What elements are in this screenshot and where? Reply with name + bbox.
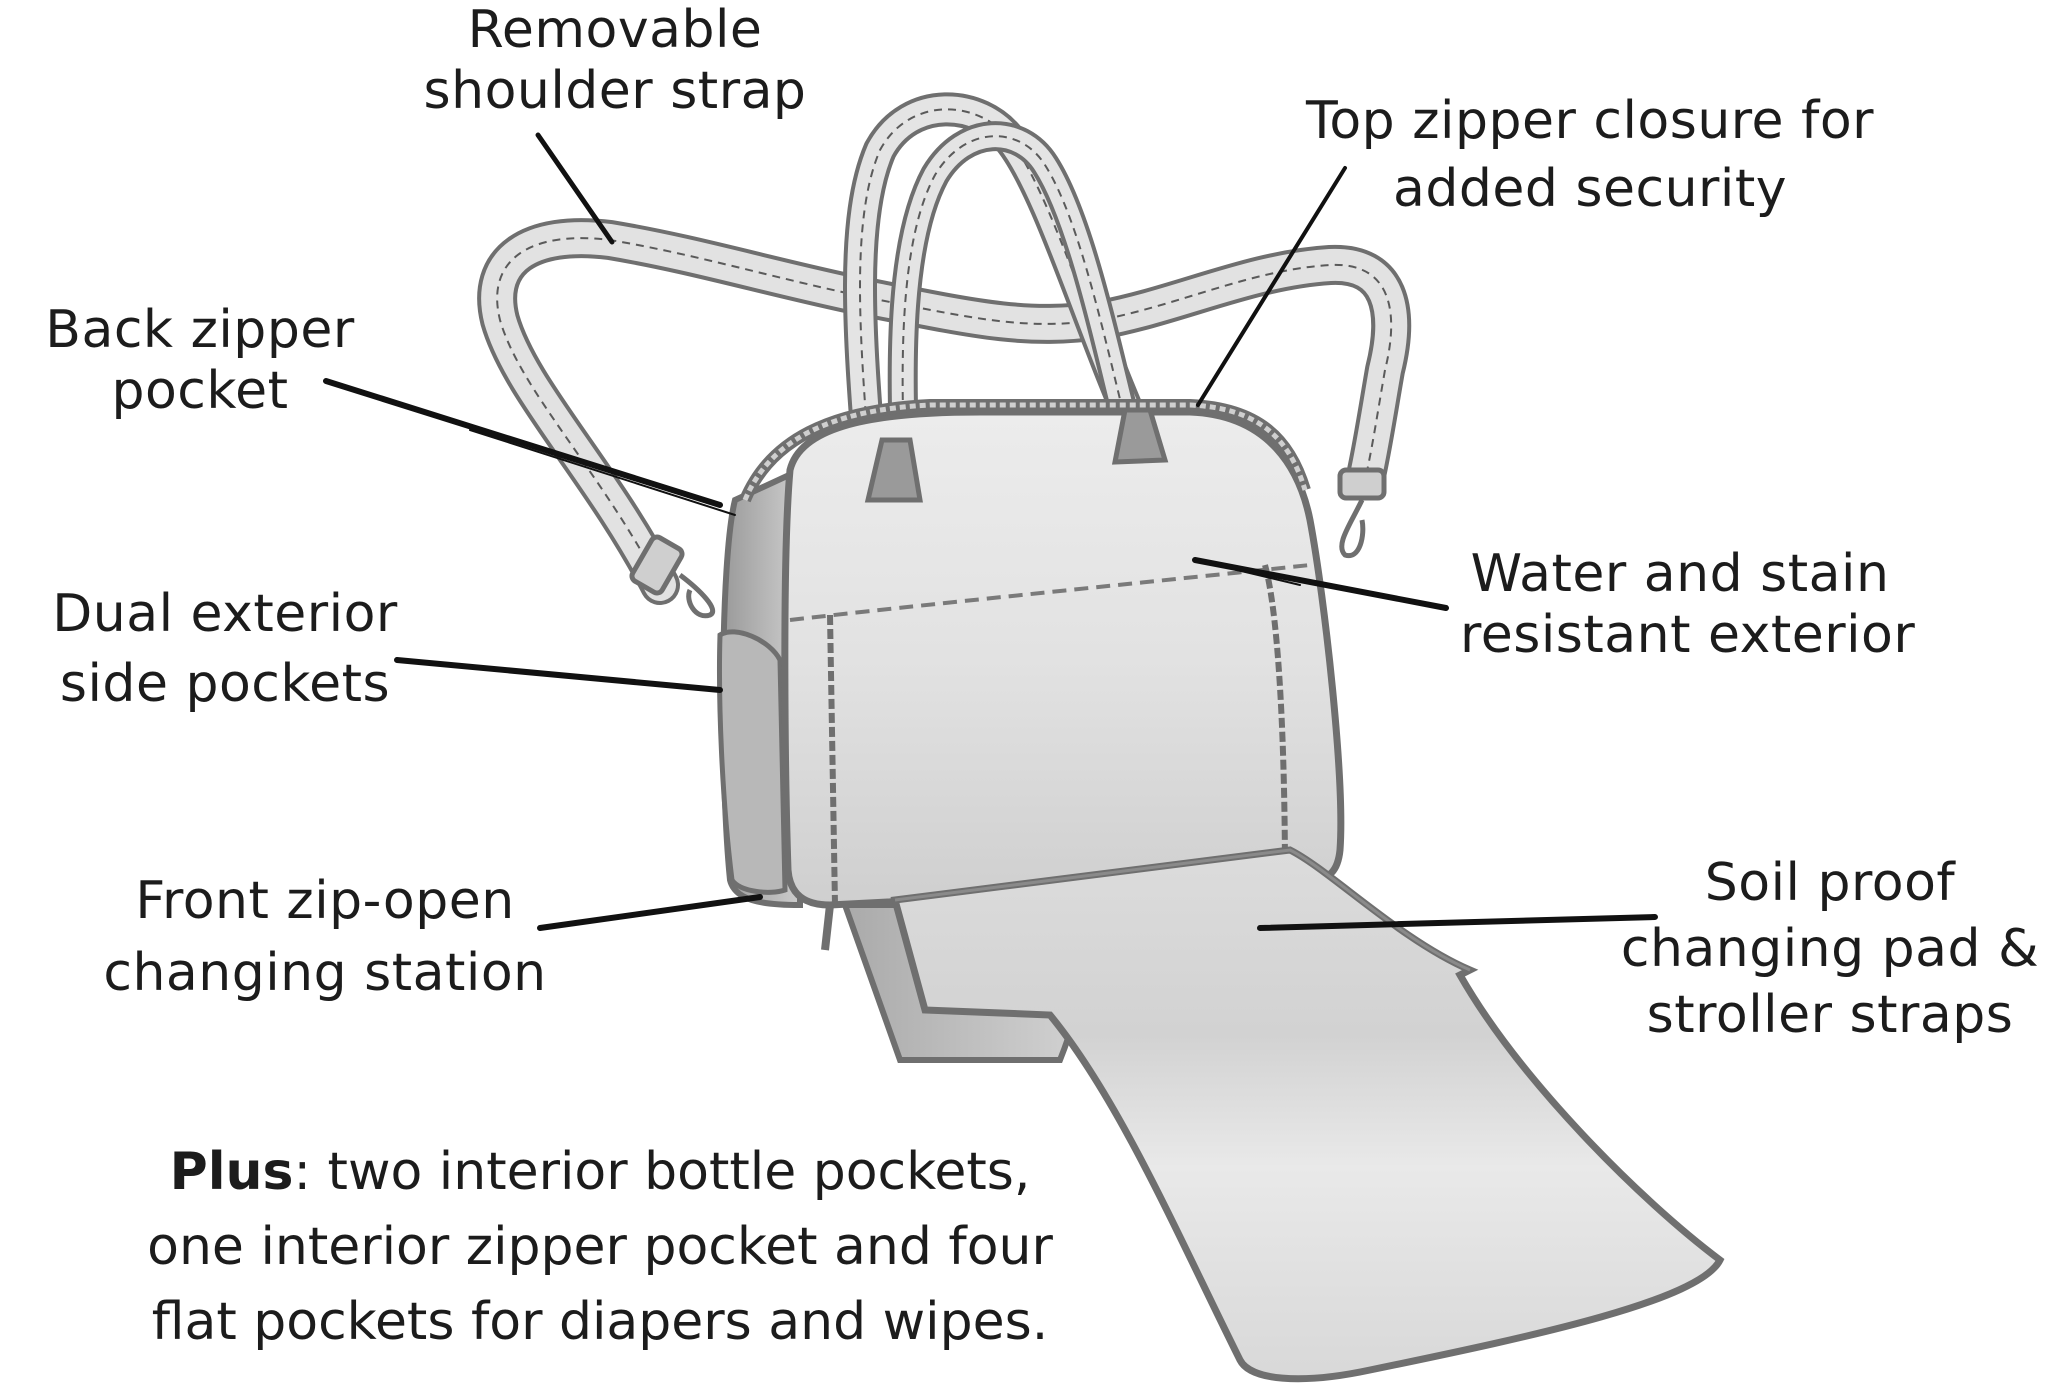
label-line: Front zip-open [135,871,515,931]
left-strap-clip [629,534,716,619]
label-line: Back zipper [45,300,355,360]
label-line: shoulder strap [423,61,807,122]
label-removable-shoulder-strap: Removable shoulder strap [415,0,815,123]
label-line: Top zipper closure for [1305,91,1875,151]
plus-note: Plus: two interior bottle pockets, one i… [100,1135,1100,1360]
leader-shoulder-strap [535,132,615,245]
label-line: pocket [111,361,289,422]
right-strap-clip [1337,467,1387,559]
plus-note-line-1: Plus: two interior bottle pockets, [100,1135,1100,1210]
label-front-zip-open-changing-station: Front zip-open changing station [100,866,550,1010]
right-handle-tab [1111,407,1169,465]
leader-front-station [537,894,763,931]
label-line: resistant exterior [1460,605,1916,666]
plus-label: Plus [169,1142,294,1202]
plus-note-line-3: flat pockets for diapers and wipes. [151,1291,1049,1352]
seam-line [789,563,1311,622]
label-top-zipper-closure: Top zipper closure for added security [1290,88,1890,223]
label-back-zipper-pocket: Back zipper pocket [40,300,360,423]
leader-top-zipper [1196,166,1347,407]
leader-water-stain [1192,557,1449,611]
label-line: changing station [103,942,547,1003]
label-dual-exterior-side-pockets: Dual exterior side pockets [40,580,410,719]
bag-body [781,408,1345,909]
label-line: added security [1392,158,1788,219]
label-line: Removable [467,0,763,60]
label-line: side pockets [59,653,391,714]
label-line: stroller straps [1646,985,2014,1046]
front-zip-left [827,614,838,906]
top-handles [843,92,1157,487]
label-soil-proof-changing-pad: Soil proof changing pad & stroller strap… [1620,850,2040,1048]
plus-note-line-2: one interior zipper pocket and four [147,1216,1053,1277]
front-zip-right [1262,564,1288,881]
plus-note-line-1-text: : two interior bottle pockets, [293,1142,1031,1202]
shoulder-strap [477,218,1412,605]
leader-back-zipper [323,378,723,508]
side-pocket [717,629,788,895]
label-line: Soil proof [1704,853,1956,913]
label-line: changing pad & [1620,919,2040,980]
leader-lines [323,132,1658,931]
left-handle-tab [864,437,923,503]
label-line: Dual exterior [52,584,398,644]
leader-soil-proof [1257,914,1658,931]
label-water-stain-resistant: Water and stain resistant exterior [1460,544,1916,667]
leader-side-pockets [394,657,723,693]
label-line: Water and stain [1470,544,1890,604]
